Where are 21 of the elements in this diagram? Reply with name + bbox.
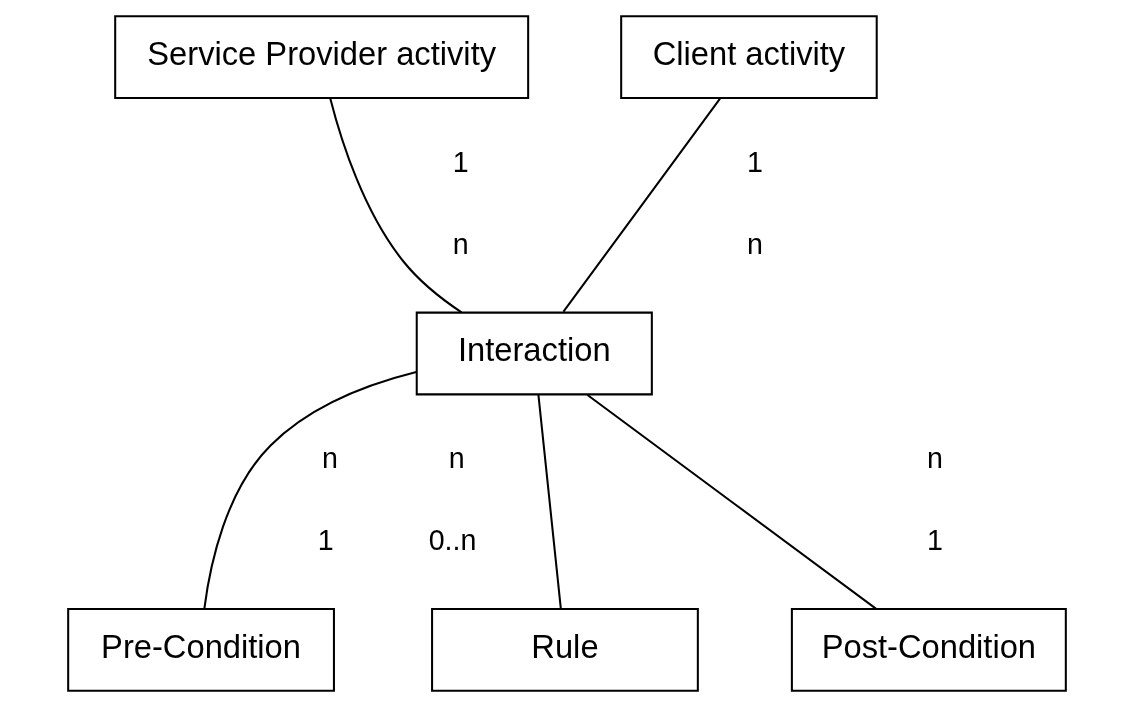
label: n bbox=[321, 442, 338, 475]
node-box: Pre-Condition bbox=[67, 608, 335, 692]
node-box: Post-Condition bbox=[790, 608, 1067, 692]
label: n bbox=[927, 442, 943, 475]
label: n bbox=[448, 442, 465, 475]
label: 1 bbox=[452, 145, 469, 178]
connector bbox=[329, 98, 463, 314]
node-box: Rule bbox=[431, 608, 699, 692]
node-box: Service Provider activity bbox=[114, 15, 530, 99]
connector bbox=[562, 97, 721, 313]
label: n bbox=[747, 227, 764, 260]
node-box: Interaction bbox=[415, 311, 653, 396]
label: n bbox=[452, 227, 469, 260]
connector bbox=[586, 394, 877, 610]
label: 1 bbox=[317, 524, 334, 557]
connector bbox=[537, 394, 562, 609]
label: 1 bbox=[747, 145, 764, 178]
label: 0..n bbox=[428, 524, 477, 557]
node-box: Client activity bbox=[620, 15, 878, 99]
label: 1 bbox=[927, 524, 943, 557]
connector bbox=[203, 371, 417, 610]
